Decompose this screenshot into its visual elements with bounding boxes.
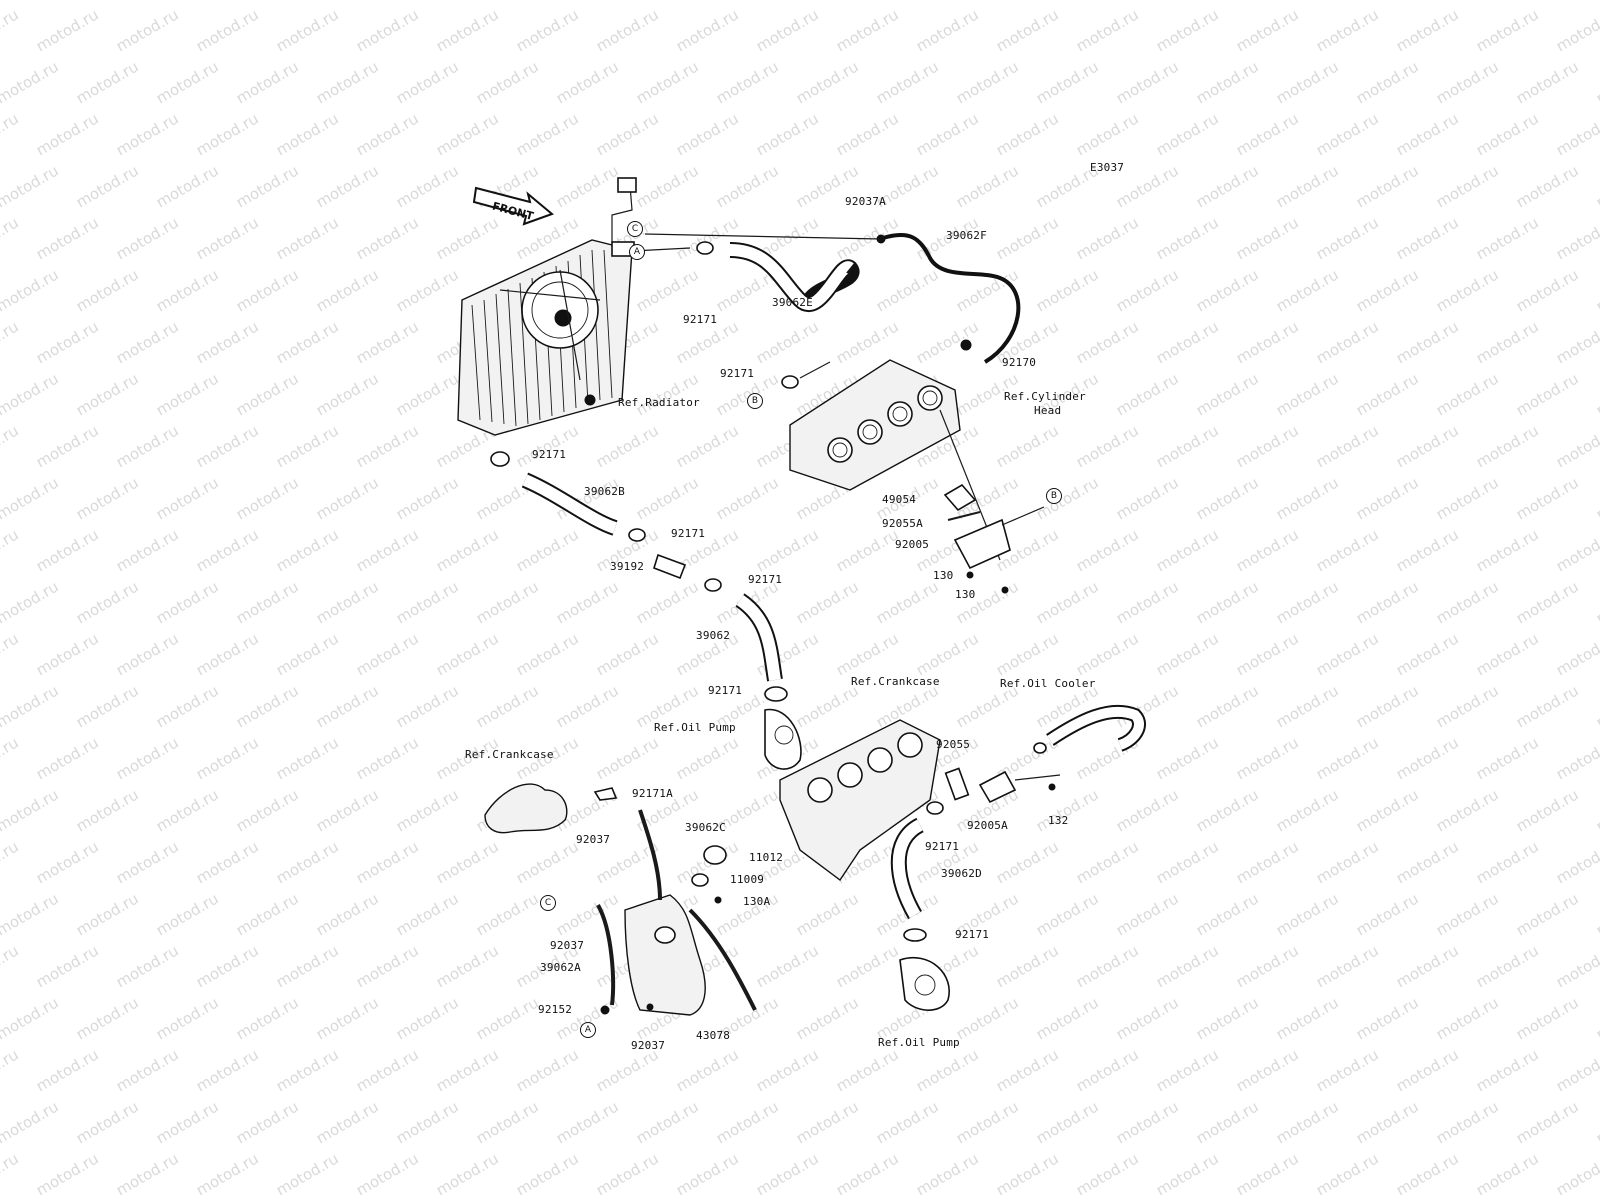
label-ref-oil-cooler: Ref.Oil Cooler	[1000, 677, 1096, 690]
marker-a-top: A	[629, 244, 645, 260]
label-39062A: 39062A	[540, 961, 581, 974]
label-92170: 92170	[1002, 356, 1037, 369]
label-130-1: 130	[933, 569, 954, 582]
label-132: 132	[1048, 814, 1069, 827]
label-39062D: 39062D	[941, 867, 982, 880]
label-43078: 43078	[696, 1029, 731, 1042]
label-92171-rad: 92171	[532, 448, 567, 461]
label-39062: 39062	[696, 629, 731, 642]
label-92037-2: 92037	[550, 939, 585, 952]
label-92005A: 92005A	[967, 819, 1008, 832]
marker-c-top: C	[627, 221, 643, 237]
label-ref-crankcase-right: Ref.Crankcase	[851, 675, 940, 688]
marker-b-right: B	[1046, 488, 1062, 504]
label-ref-cylinder-head-1: Ref.Cylinder	[1004, 390, 1086, 403]
label-11012: 11012	[749, 851, 784, 864]
label-92055: 92055	[936, 738, 971, 751]
label-39062B: 39062B	[584, 485, 625, 498]
label-92171-f: 92171	[955, 928, 990, 941]
diagram-code: E3037	[1090, 161, 1125, 174]
label-92037-3: 92037	[631, 1039, 666, 1052]
cylinder-head-drawing	[789, 359, 961, 491]
label-92055A: 92055A	[882, 517, 923, 530]
label-92171-top: 92171	[683, 313, 718, 326]
label-92037A: 92037A	[845, 195, 886, 208]
label-92152: 92152	[538, 1003, 573, 1016]
label-ref-oil-pump-top: Ref.Oil Pump	[654, 721, 736, 734]
label-39062F: 39062F	[946, 229, 987, 242]
label-92005: 92005	[895, 538, 930, 551]
marker-b-mid: B	[747, 393, 763, 409]
label-130-2: 130	[955, 588, 976, 601]
label-ref-cylinder-head-2: Head	[1034, 404, 1062, 417]
label-11009: 11009	[730, 873, 765, 886]
label-39062C: 39062C	[685, 821, 726, 834]
label-92171A: 92171A	[632, 787, 673, 800]
label-92171-d: 92171	[708, 684, 743, 697]
label-ref-crankcase-left: Ref.Crankcase	[465, 748, 554, 761]
label-39062E: 39062E	[772, 296, 813, 309]
label-92171-e: 92171	[925, 840, 960, 853]
crankcase-drawing	[779, 719, 941, 882]
radiator-drawing	[457, 177, 637, 436]
label-92171-b: 92171	[671, 527, 706, 540]
front-arrow-icon: FRONT	[472, 186, 554, 226]
marker-a-bottom: A	[580, 1022, 596, 1038]
label-39192: 39192	[610, 560, 645, 573]
label-92037-1: 92037	[576, 833, 611, 846]
label-92171-mid: 92171	[720, 367, 755, 380]
label-92171-c: 92171	[748, 573, 783, 586]
label-ref-oil-pump-bottom: Ref.Oil Pump	[878, 1036, 960, 1049]
label-ref-radiator: Ref.Radiator	[618, 396, 700, 409]
label-49054: 49054	[882, 493, 917, 506]
marker-c-bottom: C	[540, 895, 556, 911]
label-130A: 130A	[743, 895, 771, 908]
